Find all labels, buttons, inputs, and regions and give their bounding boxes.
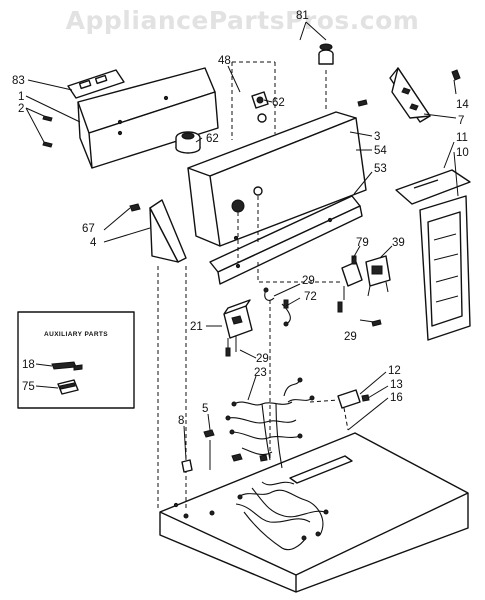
end-cap-7 — [357, 67, 461, 123]
callout-16: 16 — [390, 392, 403, 404]
callout-4: 4 — [90, 237, 97, 249]
knob-81 — [318, 43, 334, 65]
callout-1: 1 — [18, 91, 24, 103]
callout-29-lower: 29 — [256, 353, 269, 365]
callout-2: 2 — [18, 103, 24, 115]
callout-79: 79 — [356, 237, 369, 249]
timer-knob-48 — [175, 131, 201, 154]
end-cap-4 — [129, 199, 187, 263]
knob-62 — [251, 91, 269, 123]
lint-screen — [419, 195, 471, 341]
wiring-harness-23 — [225, 377, 315, 469]
callout-62-lower: 62 — [206, 133, 219, 145]
terminal-block-12 — [309, 389, 370, 431]
auxiliary-box-title: AUXILIARY PARTS — [44, 331, 108, 338]
callout-72: 72 — [304, 291, 317, 303]
callout-13: 13 — [390, 379, 403, 391]
callout-11: 11 — [456, 132, 468, 144]
aux-part-18 — [51, 361, 83, 371]
timer-motor-21 — [223, 299, 253, 357]
clip-8 — [181, 459, 193, 473]
callout-10: 10 — [456, 147, 469, 159]
callout-67: 67 — [82, 223, 95, 235]
panel-plate-83 — [67, 69, 125, 99]
console-rear-panel-53 — [209, 195, 363, 285]
lint-screen-cover — [395, 169, 471, 205]
callout-8: 8 — [178, 415, 184, 427]
callout-29-upper: 29 — [302, 275, 315, 287]
callout-14: 14 — [456, 99, 469, 111]
callout-53: 53 — [374, 163, 387, 175]
screws-29 — [337, 301, 382, 327]
wire-72 — [263, 287, 291, 327]
auxiliary-parts-box — [17, 311, 135, 409]
callout-39: 39 — [392, 237, 405, 249]
callout-48: 48 — [218, 55, 231, 67]
callout-7: 7 — [458, 115, 464, 127]
callout-12: 12 — [388, 365, 401, 377]
switch-79 — [341, 255, 363, 300]
switch-39 — [365, 255, 391, 297]
callout-18: 18 — [22, 359, 35, 371]
callout-75: 75 — [22, 381, 35, 393]
callout-5: 5 — [202, 403, 208, 415]
wiring-harness-lower — [235, 481, 329, 551]
callout-3: 3 — [374, 131, 380, 143]
leader-lines — [25, 21, 459, 461]
control-panel — [77, 67, 219, 169]
callout-21: 21 — [190, 321, 203, 333]
callout-labels: 81 83 1 2 48 62 62 14 7 3 54 11 10 53 67… — [12, 10, 469, 427]
screws-2 — [42, 115, 53, 148]
aux-part-75 — [57, 379, 79, 395]
cabinet-top-panel — [159, 432, 469, 593]
watermark: AppliancePartsPros.com — [65, 6, 420, 35]
callout-83: 83 — [12, 75, 25, 87]
wire-clip-5 — [203, 429, 215, 470]
callout-23: 23 — [254, 367, 267, 379]
callout-81: 81 — [296, 10, 309, 22]
console-rear-panel — [187, 111, 367, 247]
callout-62-upper: 62 — [272, 97, 285, 109]
callout-54: 54 — [374, 145, 387, 157]
callout-29-right: 29 — [344, 331, 357, 343]
